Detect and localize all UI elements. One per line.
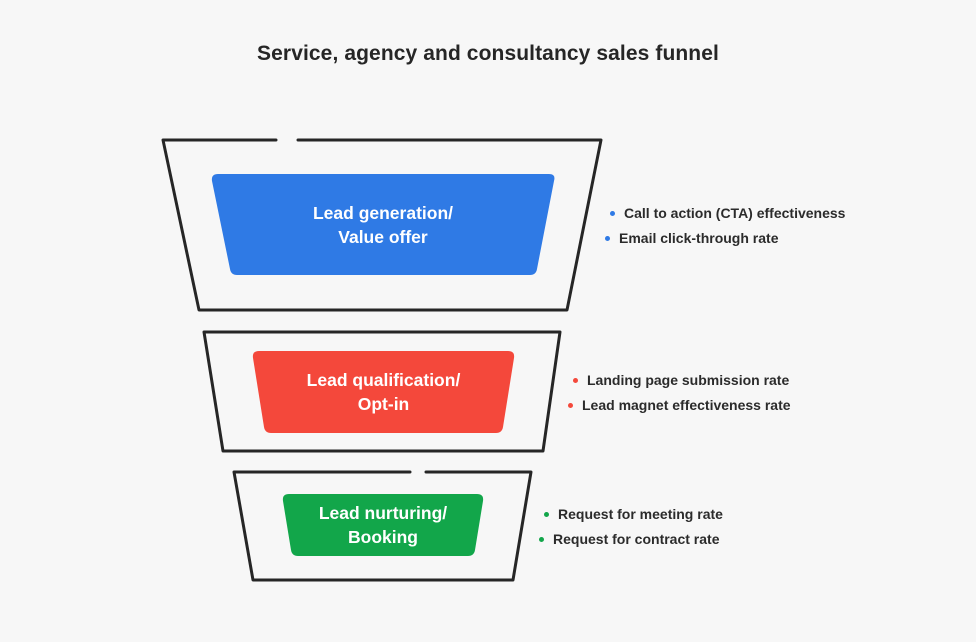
stage-1-metric-1: Call to action (CTA) effectiveness bbox=[610, 205, 845, 221]
metric-text: Email click-through rate bbox=[619, 230, 779, 246]
stage-1-label: Lead generation/ Value offer bbox=[212, 174, 554, 275]
bullet-dot-icon bbox=[544, 511, 549, 517]
bullet-dot-icon bbox=[573, 377, 578, 383]
metric-text: Request for contract rate bbox=[553, 531, 720, 547]
metric-text: Call to action (CTA) effectiveness bbox=[624, 205, 846, 221]
stage-2-label-line2: Opt-in bbox=[357, 394, 410, 414]
stage-2-outline bbox=[202, 330, 562, 453]
stage-1-label-line2: Value offer bbox=[338, 226, 428, 247]
stage-1-metric-2: Email click-through rate bbox=[605, 230, 778, 246]
stage-2-metric-2: Lead magnet effectiveness rate bbox=[568, 397, 791, 413]
stage-3-metric-2: Request for contract rate bbox=[539, 531, 719, 547]
stage-1-label-line1: Lead generation/ bbox=[312, 202, 454, 223]
metric-text: Request for meeting rate bbox=[558, 506, 723, 522]
stage-3-label: Lead nurturing/ Booking bbox=[283, 494, 483, 556]
bullet-dot-icon bbox=[605, 235, 610, 241]
stage-3-metric-1: Request for meeting rate bbox=[544, 506, 723, 522]
stage-2-shape bbox=[252, 351, 515, 433]
bullet-dot-icon bbox=[568, 402, 573, 408]
stage-2-metric-1: Landing page submission rate bbox=[573, 372, 789, 388]
stage-3-label-line2: Booking bbox=[348, 527, 418, 547]
stage-3-outline bbox=[232, 470, 533, 582]
stage-3-shape bbox=[282, 494, 484, 556]
bullet-dot-icon bbox=[610, 210, 615, 216]
stage-1-outline bbox=[161, 138, 603, 312]
metric-text: Lead magnet effectiveness rate bbox=[582, 397, 791, 413]
stage-2-label: Lead qualification/ Opt-in bbox=[253, 351, 514, 433]
diagram-title: Service, agency and consultancy sales fu… bbox=[257, 42, 719, 65]
bullet-dot-icon bbox=[539, 536, 544, 542]
stage-3-label-line1: Lead nurturing/ bbox=[318, 503, 448, 523]
stage-2-label-line1: Lead qualification/ bbox=[306, 370, 461, 390]
stage-1-shape bbox=[211, 174, 555, 275]
metric-text: Landing page submission rate bbox=[587, 372, 790, 388]
